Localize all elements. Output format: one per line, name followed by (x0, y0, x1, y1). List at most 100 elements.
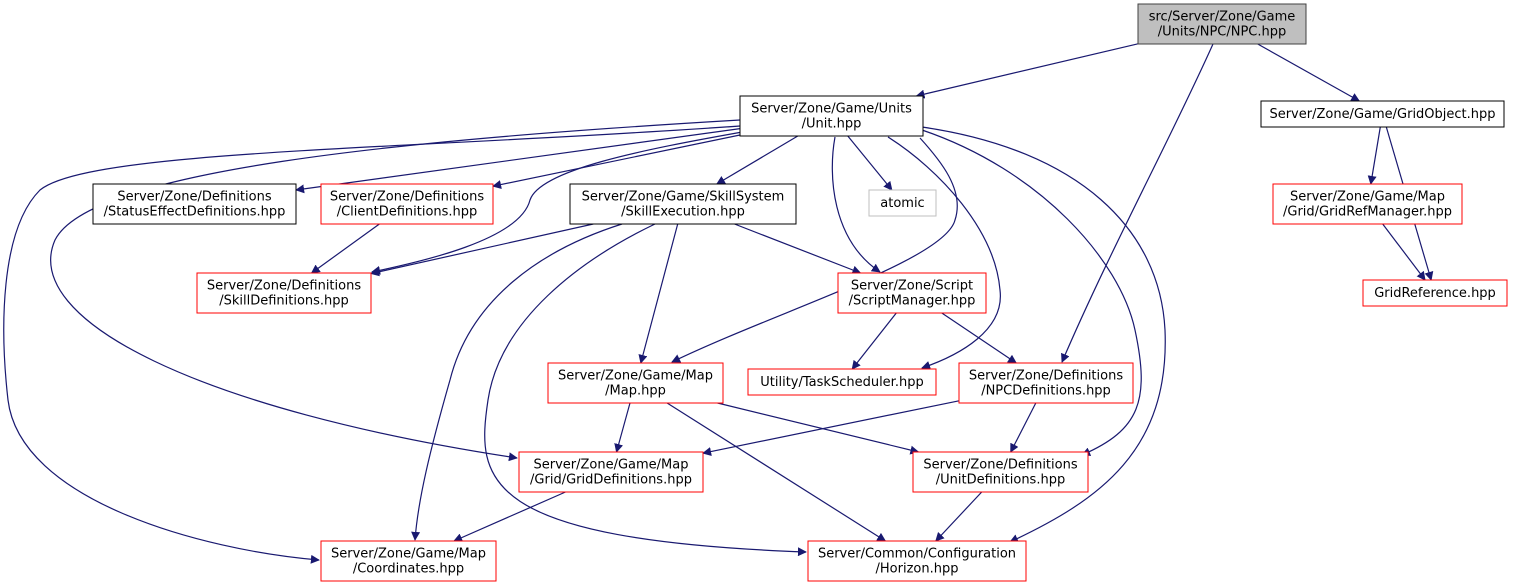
node-label-gridrefmanager-line-1: /Grid/GridRefManager.hpp (1283, 205, 1452, 220)
edge-unit-to-griddefs (50, 119, 741, 462)
node-label-skilldefs-line-0: Server/Zone/Definitions (207, 279, 361, 294)
edge-skillexec-to-horizon (484, 223, 807, 557)
node-label-gridobject-line-0: Server/Zone/Game/GridObject.hpp (1269, 107, 1495, 122)
node-unitdefs[interactable]: Server/Zone/Definitions/UnitDefinitions.… (912, 451, 1089, 493)
edge-skillexec-to-map (638, 223, 679, 364)
node-label-clientdefs-line-1: /ClientDefinitions.hpp (337, 205, 478, 220)
node-npc[interactable]: src/Server/Zone/Game/Units/NPC/NPC.hpp (1137, 3, 1307, 45)
node-atomic: atomic (868, 189, 937, 217)
edge-unitdefs-to-horizon (935, 491, 983, 542)
node-unit[interactable]: Server/Zone/Game/Units/Unit.hpp (739, 95, 924, 137)
node-box-scriptmanager (837, 272, 987, 314)
node-label-clientdefs-line-0: Server/Zone/Definitions (330, 190, 484, 205)
node-box-clientdefs (320, 183, 494, 225)
edge-scriptmanager-to-npcdefs (941, 312, 1017, 364)
nodes-layer: src/Server/Zone/Game/Units/NPC/NPC.hppSe… (92, 3, 1508, 582)
edge-unit-to-atomic (847, 135, 893, 191)
edge-unit-to-statuseffect (295, 128, 741, 194)
node-label-gridrefmanager-line-0: Server/Zone/Game/Map (1290, 190, 1445, 205)
edge-map-to-griddefs (614, 402, 631, 453)
node-npcdefs[interactable]: Server/Zone/Definitions/NPCDefinitions.h… (958, 362, 1134, 404)
node-box-skillexec (569, 183, 797, 225)
edge-npc-to-gridobject (1257, 43, 1361, 102)
edge-unit-to-horizon (921, 126, 1166, 543)
node-statuseffect[interactable]: Server/Zone/Definitions/StatusEffectDefi… (92, 183, 297, 225)
edge-unit-to-taskscheduler (887, 136, 1001, 370)
node-label-atomic-line-0: atomic (880, 196, 924, 211)
node-label-horizon-line-0: Server/Common/Configuration (818, 547, 1016, 562)
node-label-map-line-0: Server/Zone/Game/Map (558, 369, 713, 384)
node-box-gridreference (1362, 279, 1508, 307)
node-label-skillexec-line-0: Server/Zone/Game/SkillSystem (582, 190, 785, 205)
node-label-unit-line-0: Server/Zone/Game/Units (751, 102, 912, 117)
edge-unit-to-scriptmanager (831, 136, 881, 273)
node-box-atomic (868, 189, 937, 217)
node-box-gridobject (1260, 100, 1505, 128)
node-clientdefs[interactable]: Server/Zone/Definitions/ClientDefinition… (320, 183, 494, 225)
edge-map-to-unitdefs (717, 402, 920, 455)
node-skilldefs[interactable]: Server/Zone/Definitions/SkillDefinitions… (196, 272, 372, 314)
node-gridreference[interactable]: GridReference.hpp (1362, 279, 1508, 307)
node-label-statuseffect-line-1: /StatusEffectDefinitions.hpp (104, 205, 286, 220)
edge-map-to-horizon (666, 402, 887, 542)
node-box-coordinates (320, 540, 497, 582)
edge-unit-to-skilldefs (371, 130, 749, 275)
edge-gridrefmanager-to-gridreference (1382, 223, 1426, 281)
node-label-unitdefs-line-0: Server/Zone/Definitions (923, 458, 1077, 473)
node-label-griddefs-line-0: Server/Zone/Game/Map (533, 458, 688, 473)
node-scriptmanager[interactable]: Server/Zone/Script/ScriptManager.hpp (837, 272, 987, 314)
node-box-statuseffect (92, 183, 297, 225)
edge-skillexec-to-coordinates (411, 223, 623, 541)
node-label-taskscheduler-line-0: Utility/TaskScheduler.hpp (760, 375, 923, 390)
node-label-skillexec-line-1: /SkillExecution.hpp (621, 205, 745, 220)
node-label-skilldefs-line-1: /SkillDefinitions.hpp (219, 294, 349, 309)
edge-griddefs-to-coordinates (453, 491, 566, 542)
node-box-skilldefs (196, 272, 372, 314)
node-taskscheduler[interactable]: Utility/TaskScheduler.hpp (747, 368, 937, 396)
node-box-npc (1137, 3, 1307, 45)
edge-unit-to-coordinates (3, 125, 741, 564)
edge-skillexec-to-scriptmanager (734, 223, 862, 275)
edge-npcdefs-to-unitdefs (1010, 402, 1037, 453)
node-box-map (547, 362, 724, 404)
node-skillexec[interactable]: Server/Zone/Game/SkillSystem/SkillExecut… (569, 183, 797, 225)
edge-unit-to-map (671, 137, 958, 363)
node-label-gridreference-line-0: GridReference.hpp (1374, 286, 1496, 301)
edge-npcdefs-to-griddefs (702, 400, 960, 456)
node-label-coordinates-line-1: /Coordinates.hpp (353, 562, 464, 577)
node-label-npc-line-1: /Units/NPC/NPC.hpp (1158, 25, 1287, 40)
node-label-npc-line-0: src/Server/Zone/Game (1149, 10, 1296, 25)
node-label-horizon-line-1: /Horizon.hpp (876, 562, 959, 577)
edge-unit-to-skillexec (716, 135, 799, 185)
node-label-scriptmanager-line-0: Server/Zone/Script (851, 279, 973, 294)
node-gridrefmanager[interactable]: Server/Zone/Game/Map/Grid/GridRefManager… (1272, 183, 1463, 225)
node-label-scriptmanager-line-1: /ScriptManager.hpp (849, 294, 976, 309)
edge-unit-to-clientdefs (492, 134, 741, 189)
node-box-unit (739, 95, 924, 137)
node-label-map-line-1: /Map.hpp (605, 384, 666, 399)
node-label-statuseffect-line-0: Server/Zone/Definitions (117, 190, 271, 205)
node-gridobject[interactable]: Server/Zone/Game/GridObject.hpp (1260, 100, 1505, 128)
node-box-griddefs (518, 451, 704, 493)
node-label-coordinates-line-0: Server/Zone/Game/Map (331, 547, 486, 562)
node-box-horizon (807, 540, 1027, 582)
node-label-unit-line-1: /Unit.hpp (802, 117, 862, 132)
edge-clientdefs-to-skilldefs (310, 223, 380, 274)
edge-npc-to-unit (915, 43, 1139, 99)
edge-skillexec-to-skilldefs (370, 223, 594, 277)
node-coordinates[interactable]: Server/Zone/Game/Map/Coordinates.hpp (320, 540, 497, 582)
node-label-griddefs-line-1: /Grid/GridDefinitions.hpp (530, 473, 692, 488)
node-box-npcdefs (958, 362, 1134, 404)
edge-unit-to-unitdefs (921, 129, 1142, 456)
node-griddefs[interactable]: Server/Zone/Game/Map/Grid/GridDefinition… (518, 451, 704, 493)
edge-npc-to-npcdefs (1061, 43, 1214, 363)
node-horizon[interactable]: Server/Common/Configuration/Horizon.hpp (807, 540, 1027, 582)
edge-scriptmanager-to-taskscheduler (851, 312, 897, 370)
node-label-npcdefs-line-1: /NPCDefinitions.hpp (981, 384, 1111, 399)
node-label-npcdefs-line-0: Server/Zone/Definitions (969, 369, 1123, 384)
node-box-unitdefs (912, 451, 1089, 493)
edges-layer (3, 43, 1434, 564)
node-label-unitdefs-line-1: /UnitDefinitions.hpp (936, 473, 1065, 488)
node-map[interactable]: Server/Zone/Game/Map/Map.hpp (547, 362, 724, 404)
